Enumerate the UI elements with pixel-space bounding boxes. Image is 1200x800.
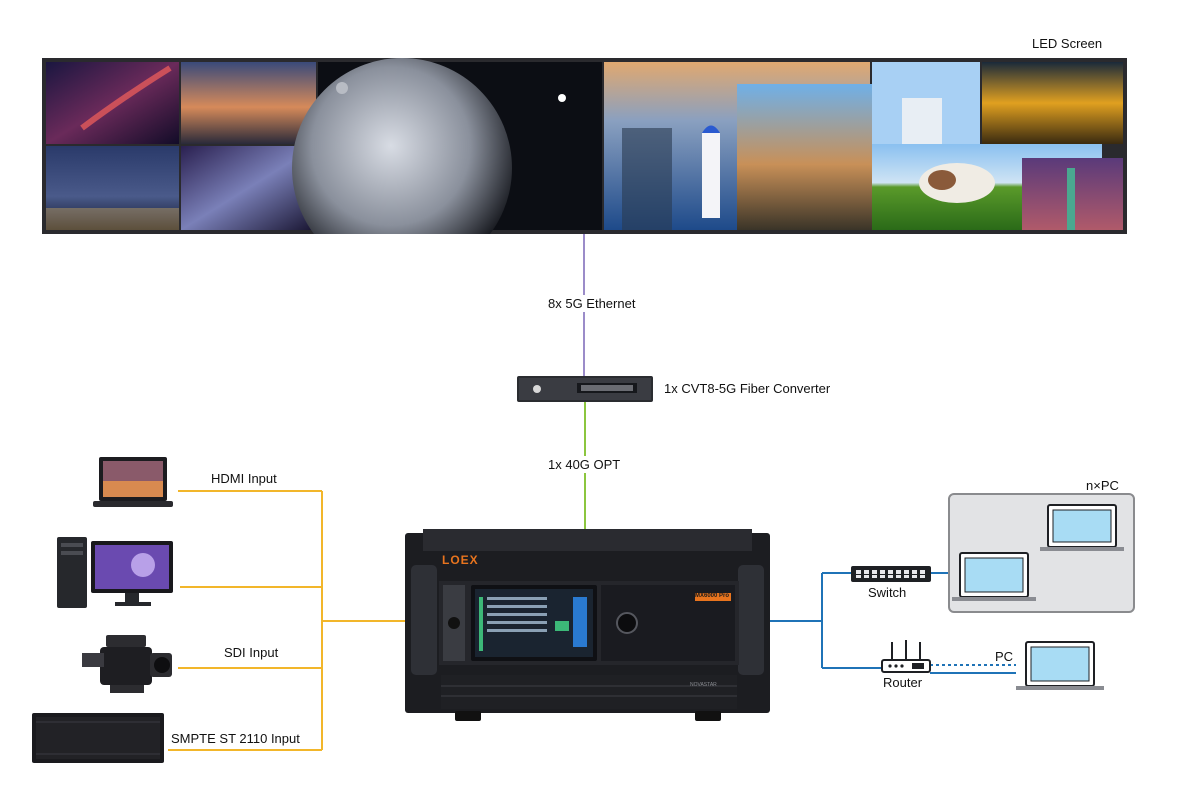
pc-label: PC [995, 649, 1014, 664]
fiber-converter-label: 1x CVT8-5G Fiber Converter [664, 381, 831, 396]
npc-laptop-icon [952, 552, 1036, 601]
npc-label: n×PC [1086, 478, 1119, 493]
opt-link-label: 1x 40G OPT [546, 456, 623, 473]
network-lines [766, 572, 1016, 674]
sdi-input-label: SDI Input [224, 645, 279, 660]
hdmi-input-label: HDMI Input [211, 471, 277, 486]
switch-icon [851, 566, 931, 582]
router-label: Router [883, 675, 923, 690]
led-screen-label: LED Screen [1032, 36, 1103, 51]
pc-laptop-icon [1016, 641, 1104, 690]
desktop-pc-icon [57, 537, 173, 608]
rack-server-icon [32, 713, 164, 763]
processor-series-text: NOVASTAR [690, 682, 717, 688]
switch-label: Switch [868, 585, 907, 600]
processor-model-badge: MX6000 Pro [695, 593, 730, 599]
laptop-icon [93, 457, 173, 507]
video-camera-icon [82, 635, 172, 693]
smpte-input-label: SMPTE ST 2110 Input [171, 731, 300, 746]
npc-laptop-icon [1040, 504, 1124, 551]
processor-brand: LOEX [442, 553, 479, 567]
ethernet-link-label: 8x 5G Ethernet [546, 295, 638, 312]
led-screen [42, 58, 1127, 234]
fiber-converter-device [517, 376, 653, 402]
input-bus [168, 490, 410, 751]
router-icon [881, 640, 931, 673]
video-processor-device [405, 529, 770, 721]
